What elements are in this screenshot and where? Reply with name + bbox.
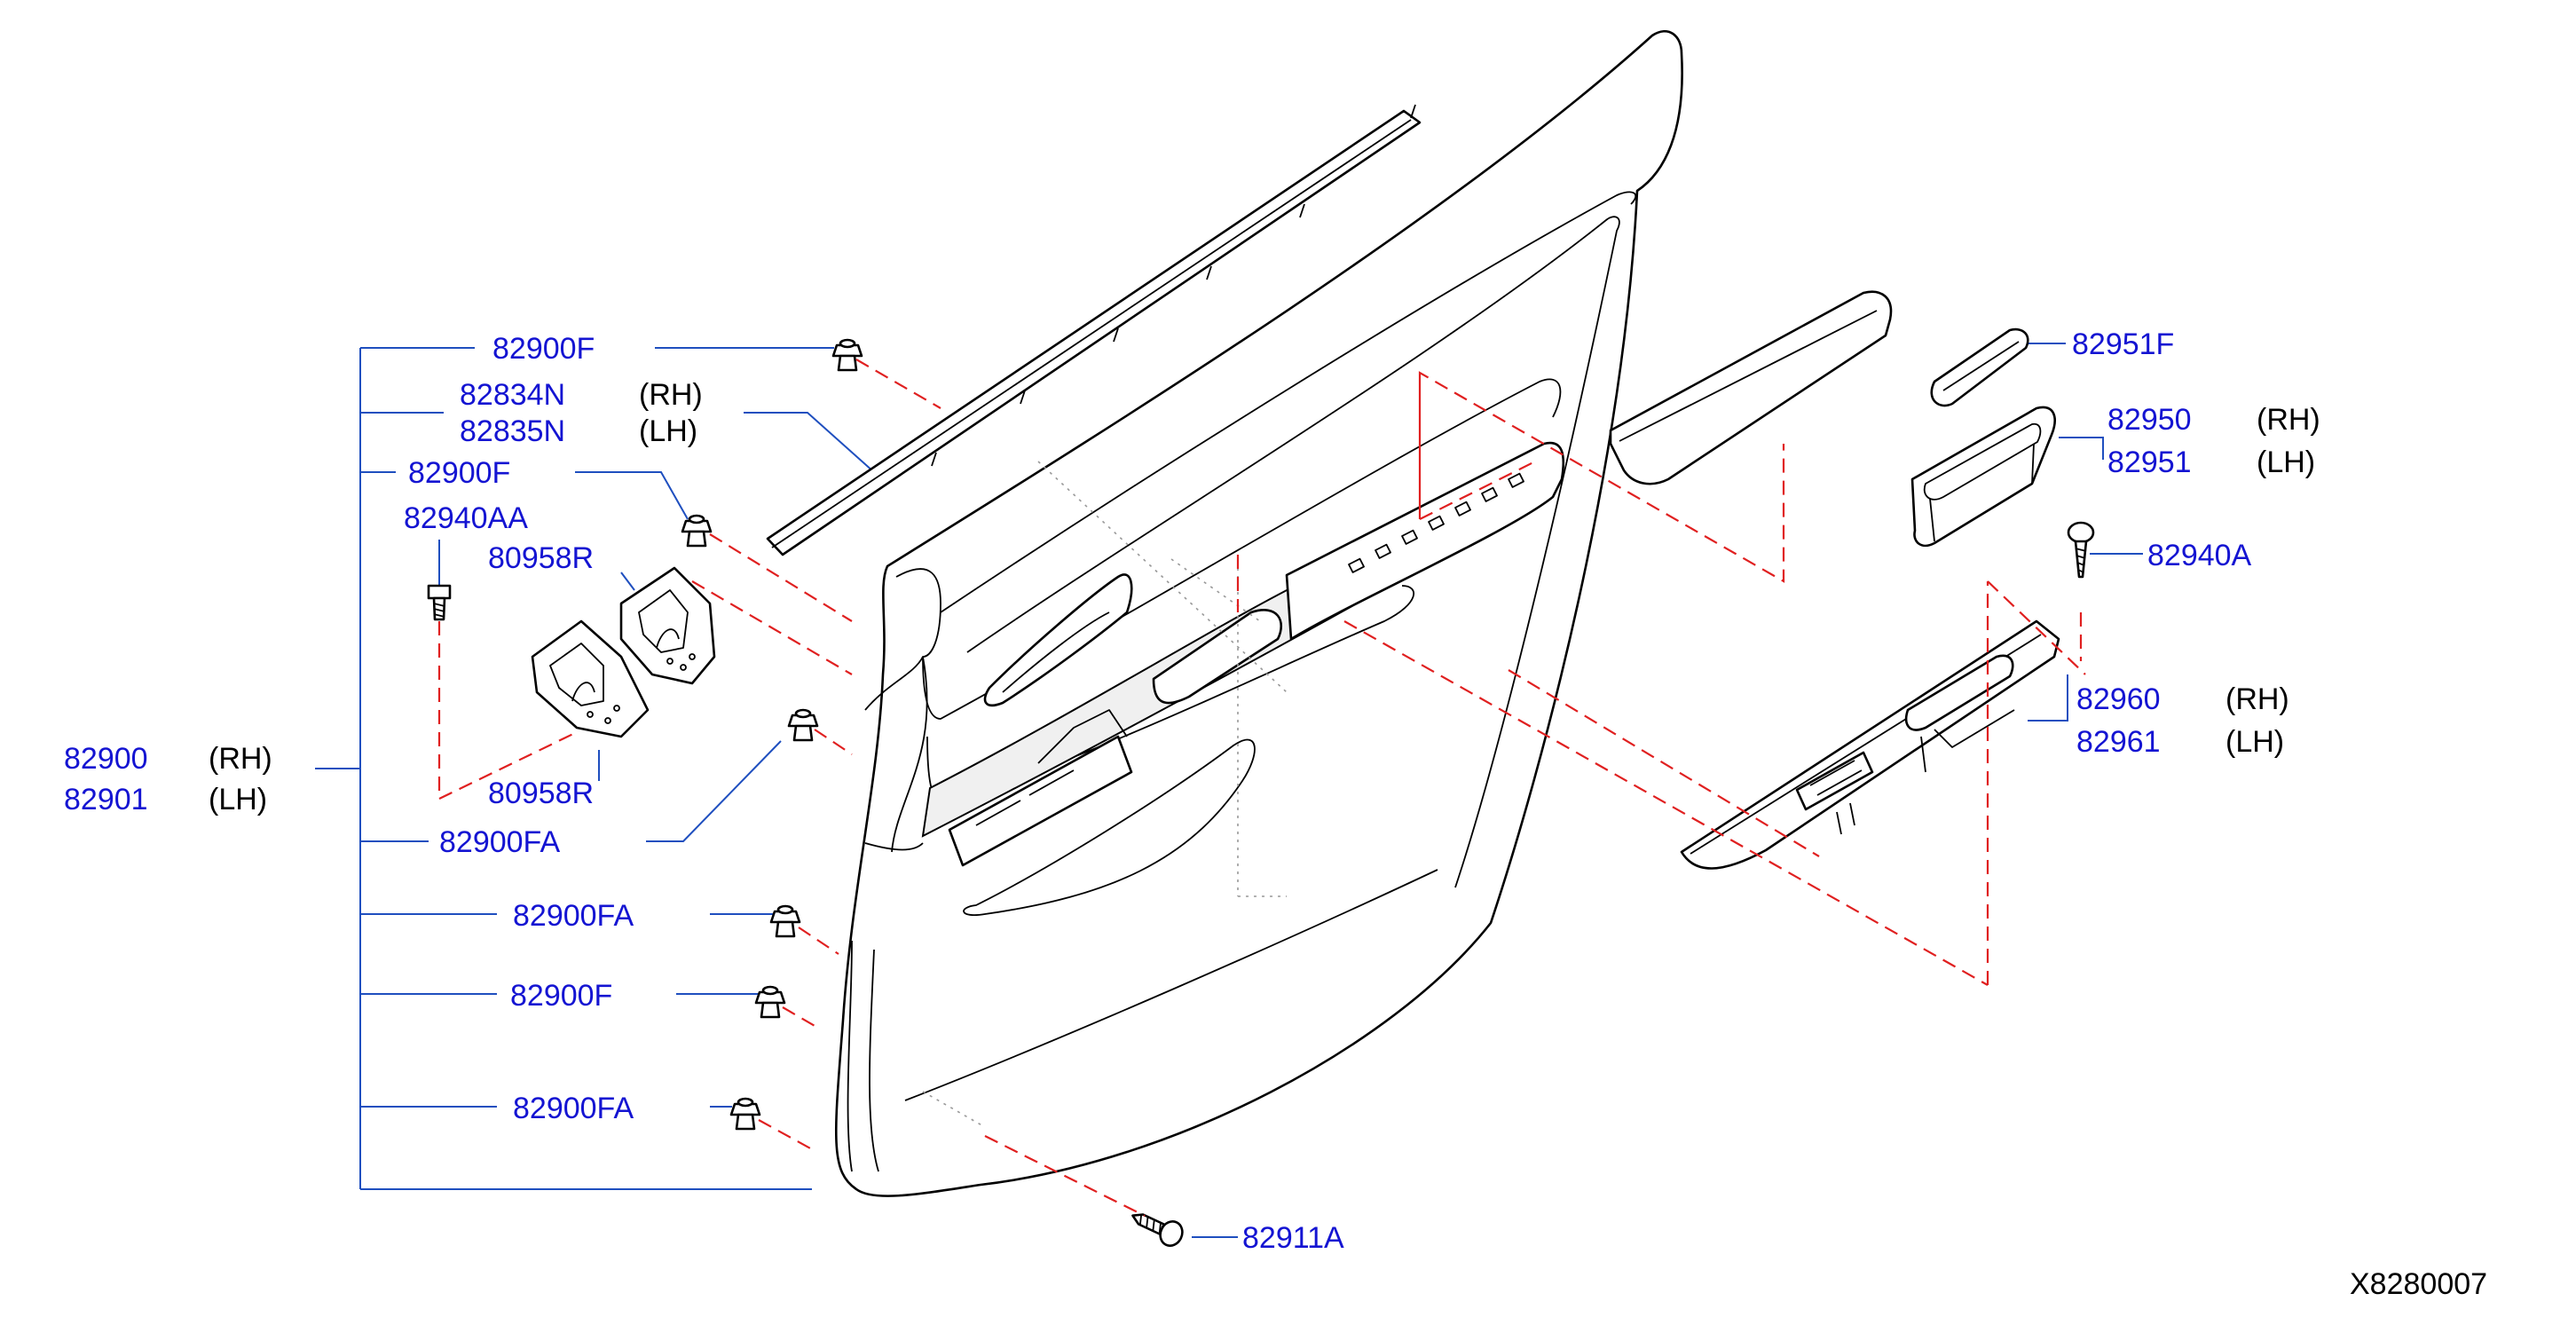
clip-icon (754, 985, 786, 1019)
label-clip-fa-3[interactable]: 82900FA (513, 1092, 634, 1125)
label-finisher-lh[interactable]: 82961 (2076, 725, 2161, 759)
clip-icon (831, 338, 863, 372)
bracket-upper[interactable] (619, 566, 716, 685)
label-clip-3[interactable]: 82900F (510, 979, 612, 1013)
label-bracket-lower[interactable]: 80958R (488, 777, 594, 810)
armrest-pad[interactable] (1609, 290, 1893, 485)
install-lines (437, 359, 2086, 1217)
pull-cup[interactable] (1910, 406, 2056, 548)
door-trim-panel[interactable] (835, 29, 1683, 1197)
label-bolt[interactable]: 82940AA (404, 501, 528, 535)
label-panel-rh[interactable]: 82900 (64, 742, 148, 776)
clip-icon (787, 708, 819, 742)
diagram-id: X8280007 (2350, 1267, 2487, 1301)
label-clip-fa-1[interactable]: 82900FA (439, 825, 560, 859)
side-lh: (LH) (2257, 446, 2315, 479)
screw-icon (2067, 521, 2095, 579)
side-rh: (RH) (639, 378, 703, 412)
side-lh: (LH) (2225, 725, 2284, 759)
callout-tree (315, 347, 812, 1190)
label-pull-rh[interactable]: 82950 (2107, 403, 2192, 437)
label-clip-fa-2[interactable]: 82900FA (513, 899, 634, 933)
side-lh: (LH) (639, 414, 697, 448)
clip-icon (729, 1097, 761, 1131)
cap-piece[interactable] (1930, 327, 2029, 407)
label-finisher-rh[interactable]: 82960 (2076, 682, 2161, 716)
label-screw-right[interactable]: 82940A (2147, 539, 2252, 572)
label-seal-rh[interactable]: 82834N (460, 378, 565, 412)
side-lh: (LH) (209, 783, 267, 816)
side-rh: (RH) (209, 742, 272, 776)
label-panel-lh[interactable]: 82901 (64, 783, 148, 816)
clip-icon (769, 904, 801, 938)
label-seal-lh[interactable]: 82835N (460, 414, 565, 448)
bracket-lower[interactable] (531, 619, 650, 738)
label-cap[interactable]: 82951F (2072, 327, 2174, 361)
clip-icons (681, 338, 863, 1131)
bolt-icon (427, 584, 452, 621)
phantom-lines (922, 461, 1288, 1128)
part-labels: 82900 (RH) 82901 (LH) 82900F 82834N (RH)… (64, 327, 2487, 1301)
screw-icon (1131, 1213, 1184, 1247)
label-bracket-upper[interactable]: 80958R (488, 541, 594, 575)
label-pull-lh[interactable]: 82951 (2107, 446, 2192, 479)
label-clip-2[interactable]: 82900F (408, 456, 510, 490)
side-rh: (RH) (2257, 403, 2320, 437)
label-screw-bottom[interactable]: 82911A (1242, 1221, 1344, 1255)
side-rh: (RH) (2225, 682, 2289, 716)
switch-finisher[interactable] (1680, 619, 2060, 870)
clip-icon (681, 514, 713, 548)
weatherstrip-seal[interactable] (766, 104, 1422, 556)
label-clip-top[interactable]: 82900F (492, 332, 595, 366)
leader-lines (438, 343, 2143, 1238)
